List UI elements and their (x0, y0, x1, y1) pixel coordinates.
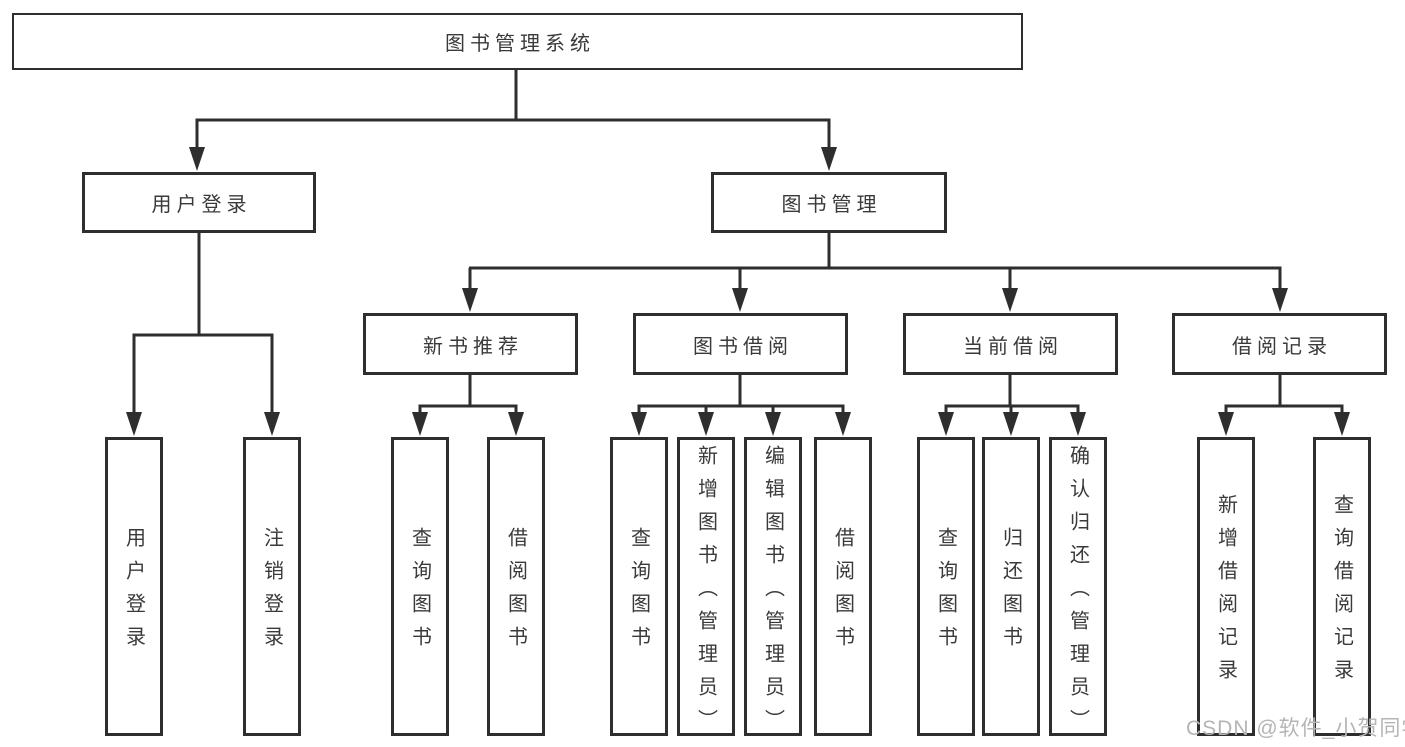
arrowhead (631, 412, 647, 436)
node-root-system: 图书管理系统 (12, 13, 1023, 70)
leaf-return-books: 归还图书 (982, 437, 1040, 736)
leaf-query-borrow-record: 查询借阅记录 (1313, 437, 1371, 736)
arrowhead (1002, 288, 1018, 312)
wire-book-borrow-to-leaves (631, 375, 851, 436)
node-user-login: 用户登录 (82, 172, 316, 233)
node-borrow-records: 借阅记录 (1172, 313, 1387, 375)
node-current-borrow: 当前借阅 (903, 313, 1118, 375)
arrowhead (1218, 412, 1234, 436)
arrowhead (821, 147, 837, 171)
leaf-query-books-borrow: 查询图书 (610, 437, 668, 736)
arrowhead (1334, 412, 1350, 436)
leaf-add-books-admin: 新增图书（管理员） (677, 437, 735, 742)
wire-borrow-records-to-leaves (1218, 375, 1350, 436)
node-new-book-recommend: 新书推荐 (363, 313, 578, 375)
node-book-borrow: 图书借阅 (633, 313, 848, 375)
leaf-query-books-recommend: 查询图书 (391, 437, 449, 736)
arrowhead (938, 412, 954, 436)
arrowhead (126, 412, 142, 436)
arrowhead (189, 147, 205, 171)
arrowhead (698, 412, 714, 436)
node-book-management: 图书管理 (711, 172, 947, 233)
leaf-confirm-return-admin: 确认归还（管理员） (1049, 437, 1107, 742)
arrowhead (1070, 412, 1086, 436)
arrowhead (508, 412, 524, 436)
wire-book-management-to-level3 (462, 233, 1288, 312)
wire-new-book-recommend-to-leaves (412, 375, 524, 436)
leaf-edit-books-admin: 编辑图书（管理员） (744, 437, 802, 742)
arrowhead (462, 288, 478, 312)
csdn-watermark: CSDN @软件_小贺同学 (1186, 717, 1405, 740)
leaf-logout: 注销登录 (243, 437, 301, 736)
arrowhead (835, 412, 851, 436)
leaf-borrow-books-recommend: 借阅图书 (487, 437, 545, 736)
leaf-add-borrow-record: 新增借阅记录 (1197, 437, 1255, 736)
arrowhead (1272, 288, 1288, 312)
leaf-query-books-current: 查询图书 (917, 437, 975, 736)
leaf-user-login: 用户登录 (105, 437, 163, 736)
arrowhead (264, 412, 280, 436)
arrowhead (765, 412, 781, 436)
arrowhead (732, 288, 748, 312)
wire-current-borrow-to-leaves (938, 375, 1086, 436)
wire-root-to-level2 (189, 70, 837, 171)
arrowhead (412, 412, 428, 436)
wire-user-login-to-leaves (126, 233, 280, 436)
arrowhead (1003, 412, 1019, 436)
leaf-borrow-books: 借阅图书 (814, 437, 872, 736)
